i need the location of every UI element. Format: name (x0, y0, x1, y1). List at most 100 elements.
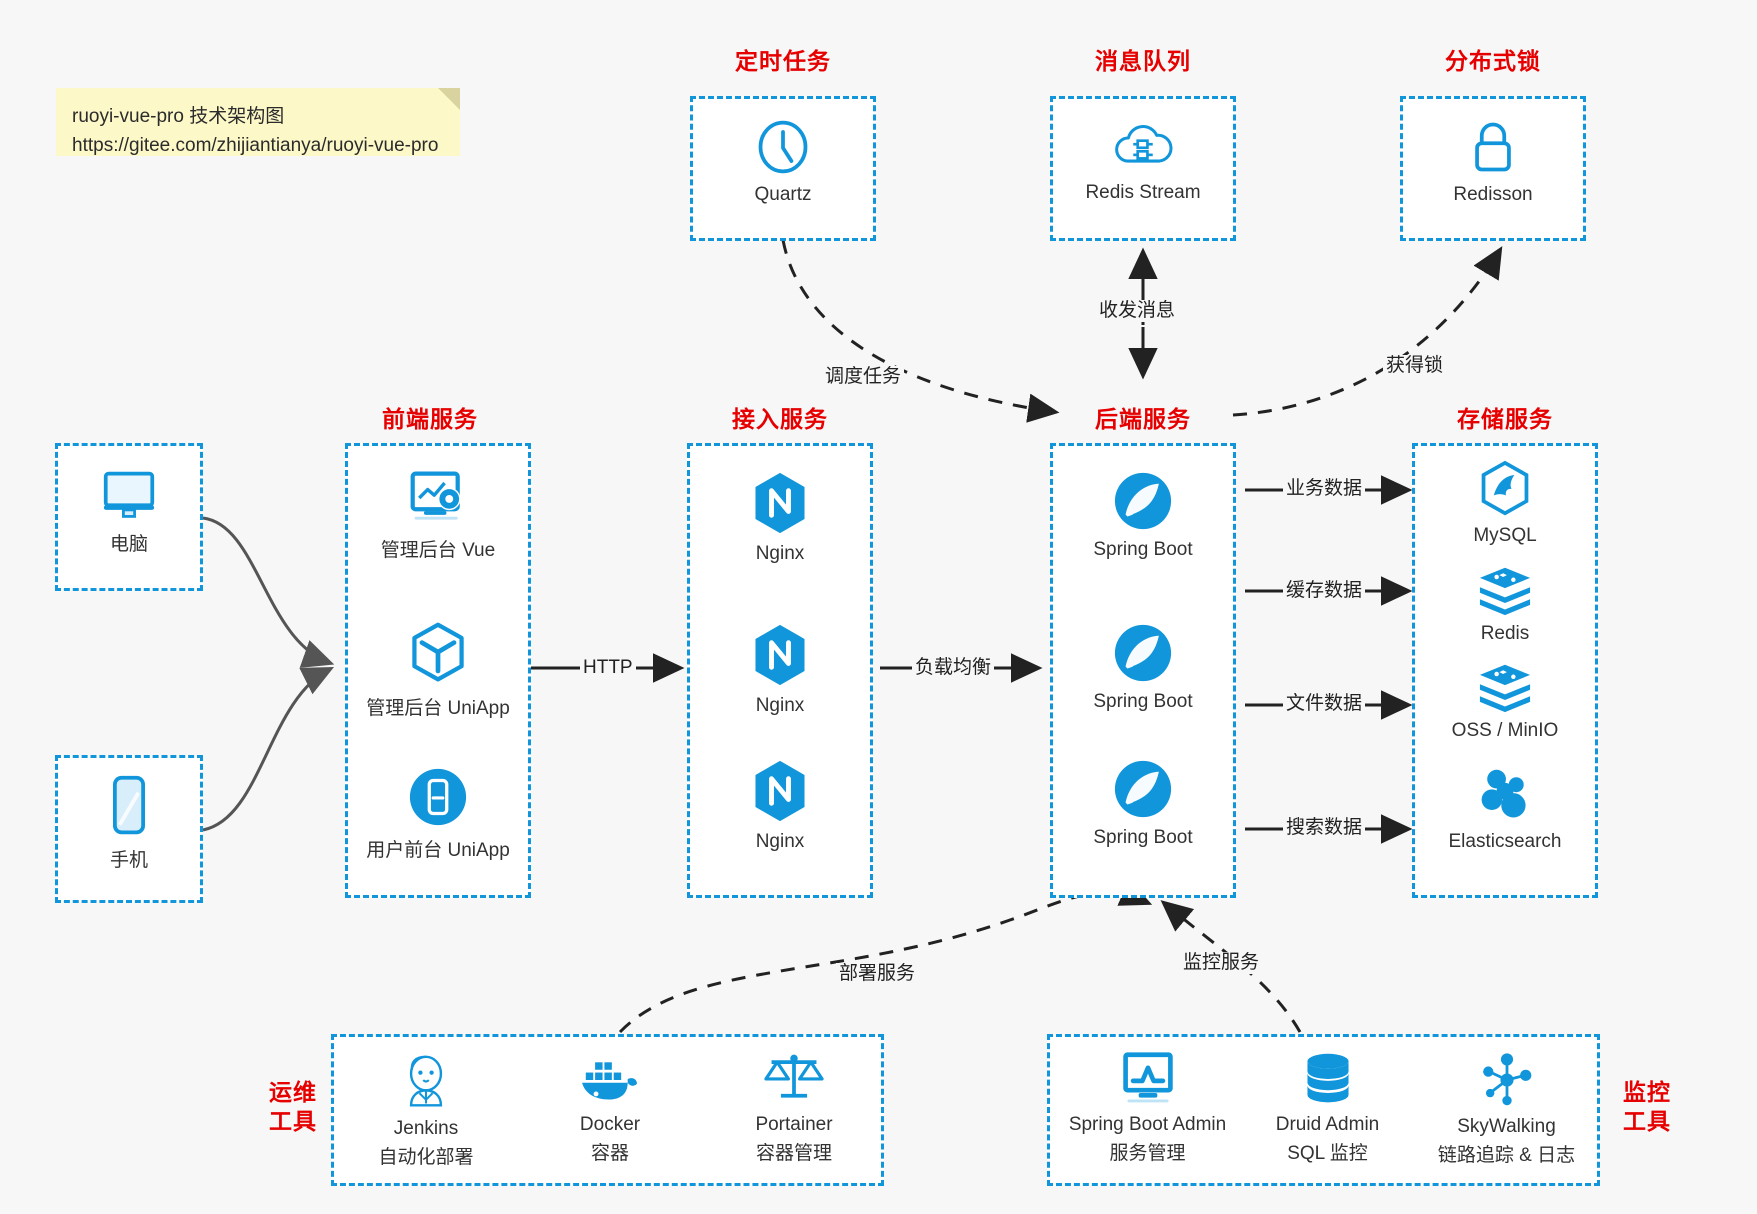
clock-icon (753, 117, 813, 177)
node-sublabel: 服务管理 (1109, 1143, 1186, 1164)
node-label: OSS / MinIO (1451, 720, 1559, 741)
mobile-phone-icon (107, 774, 151, 838)
devops-title-line1: 运维 (269, 1079, 317, 1105)
node-spring-boot-1[interactable]: Spring Boot (1053, 470, 1233, 561)
database-stack-icon (1300, 1051, 1356, 1107)
app-circle-icon (407, 766, 469, 828)
node-redis[interactable]: Redis (1415, 564, 1595, 645)
node-label: Portainer (755, 1114, 833, 1135)
node-quartz[interactable]: Quartz (693, 117, 873, 206)
node-label: Redis (1480, 623, 1530, 644)
monitor-chart-icon (1118, 1051, 1178, 1107)
group-title-frontend: 前端服务 (382, 406, 478, 432)
group-box-monitoring[interactable]: Spring Boot Admin 服务管理 Druid Admin SQL 监… (1047, 1034, 1600, 1186)
group-box-mq[interactable]: Redis Stream (1050, 96, 1236, 241)
note-url: https://gitee.com/zhijiantianya/ruoyi-vu… (72, 135, 439, 157)
node-desktop[interactable]: 电脑 (58, 468, 200, 556)
node-nginx-3[interactable]: Nginx (690, 758, 870, 853)
node-label: MySQL (1473, 525, 1537, 546)
node-sublabel: 容器 (590, 1143, 629, 1164)
info-note: ruoyi-vue-pro 技术架构图 https://gitee.com/zh… (56, 88, 460, 156)
lock-icon (1464, 117, 1522, 177)
group-title-scheduler: 定时任务 (735, 48, 831, 74)
node-label: Spring Boot (1093, 827, 1193, 848)
node-nginx-1[interactable]: Nginx (690, 470, 870, 565)
group-box-desktop-client[interactable]: 电脑 (55, 443, 203, 591)
node-label: Redisson (1453, 184, 1533, 205)
edge-label-deploy-service: 部署服务 (836, 963, 919, 985)
note-title: ruoyi-vue-pro 技术架构图 (72, 106, 285, 127)
group-title-storage: 存储服务 (1457, 406, 1553, 432)
desktop-monitor-icon (98, 468, 160, 522)
node-portainer[interactable]: Portainer 容器管理 (702, 1049, 886, 1165)
node-spring-boot-admin[interactable]: Spring Boot Admin 服务管理 (1050, 1051, 1245, 1165)
node-sublabel: 容器管理 (755, 1143, 832, 1164)
group-title-monitoring: 监控 工具 (1612, 1078, 1682, 1136)
group-title-backend: 后端服务 (1095, 406, 1191, 432)
node-label: Redis Stream (1085, 182, 1201, 203)
edge-mobile-to-frontend (202, 666, 335, 832)
node-mobile[interactable]: 手机 (58, 774, 200, 872)
node-admin-uniapp[interactable]: 管理后台 UniApp (348, 620, 528, 720)
node-mysql[interactable]: MySQL (1415, 460, 1595, 547)
node-elasticsearch[interactable]: Elasticsearch (1415, 766, 1595, 853)
nginx-icon (749, 470, 811, 536)
node-spring-boot-2[interactable]: Spring Boot (1053, 622, 1233, 713)
spring-boot-icon (1112, 622, 1174, 684)
group-box-backend[interactable]: Spring Boot Spring Boot Spring Boot (1050, 443, 1236, 898)
edge-backend-to-lock (1232, 246, 1503, 417)
node-spring-boot-3[interactable]: Spring Boot (1053, 758, 1233, 849)
group-box-storage[interactable]: MySQL Redis (1412, 443, 1598, 898)
node-label: 管理后台 UniApp (366, 698, 510, 719)
nginx-icon (749, 758, 811, 824)
group-box-mobile-client[interactable]: 手机 (55, 755, 203, 903)
node-docker[interactable]: Docker 容器 (518, 1053, 702, 1165)
node-oss-minio[interactable]: OSS / MinIO (1415, 661, 1595, 742)
node-admin-vue[interactable]: 管理后台 Vue (348, 468, 528, 562)
node-redisson[interactable]: Redisson (1403, 117, 1583, 206)
node-druid-admin[interactable]: Druid Admin SQL 监控 (1245, 1051, 1410, 1165)
node-redis-stream[interactable]: Redis Stream (1053, 117, 1233, 204)
node-label: Docker (579, 1114, 641, 1135)
edge-label-send-receive-message: 收发消息 (1096, 300, 1179, 322)
spring-boot-icon (1112, 758, 1174, 820)
node-jenkins[interactable]: Jenkins 自动化部署 (334, 1053, 518, 1169)
skywalking-icon (1478, 1051, 1536, 1109)
group-box-gateway[interactable]: Nginx Nginx Nginx (687, 443, 873, 898)
nginx-icon (749, 622, 811, 688)
note-fold-corner (438, 88, 460, 110)
redis-icon (1476, 564, 1534, 616)
node-label: Nginx (755, 831, 805, 852)
group-box-devops[interactable]: Jenkins 自动化部署 Docker 容器 (331, 1034, 884, 1186)
node-label: 手机 (109, 850, 148, 871)
spring-boot-icon (1112, 470, 1174, 532)
edge-label-acquire-lock: 获得锁 (1383, 355, 1447, 377)
dashboard-settings-icon (405, 468, 471, 528)
devops-title-line2: 工具 (269, 1107, 317, 1134)
cube-icon (407, 620, 469, 686)
node-label: Nginx (755, 543, 805, 564)
edge-label-business-data: 业务数据 (1283, 478, 1366, 500)
node-label: Spring Boot Admin (1068, 1114, 1227, 1135)
group-title-mq: 消息队列 (1095, 48, 1191, 74)
node-sublabel: 链路追踪 & 日志 (1437, 1145, 1576, 1166)
node-skywalking[interactable]: SkyWalking 链路追踪 & 日志 (1410, 1051, 1603, 1167)
group-box-lock[interactable]: Redisson (1400, 96, 1586, 241)
node-label: Jenkins (393, 1118, 459, 1139)
group-box-scheduler[interactable]: Quartz (690, 96, 876, 241)
cloud-stream-icon (1112, 117, 1174, 175)
node-user-uniapp[interactable]: 用户前台 UniApp (348, 766, 528, 862)
edge-desktop-to-frontend (202, 516, 335, 668)
node-label: SkyWalking (1457, 1116, 1556, 1137)
node-nginx-2[interactable]: Nginx (690, 622, 870, 717)
edge-label-cache-data: 缓存数据 (1283, 580, 1366, 602)
elasticsearch-icon (1476, 766, 1534, 824)
monitoring-title-line1: 监控 (1623, 1079, 1671, 1105)
scales-icon (764, 1049, 824, 1107)
group-title-gateway: 接入服务 (732, 406, 828, 432)
edge-label-monitor-service: 监控服务 (1180, 952, 1263, 974)
group-box-frontend[interactable]: 管理后台 Vue 管理后台 UniApp 用户前台 U (345, 443, 531, 898)
node-label: Spring Boot (1093, 539, 1193, 560)
oss-icon (1476, 661, 1534, 713)
